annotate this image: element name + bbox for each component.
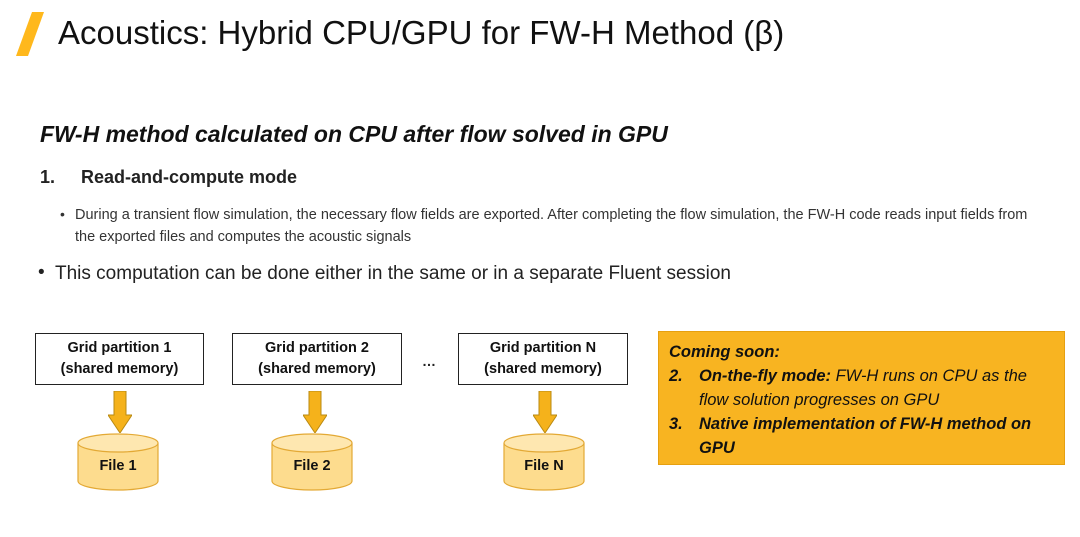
session-note-text: This computation can be done either in t… — [55, 263, 731, 284]
callout-item-bold: On-the-fly mode: — [699, 367, 831, 385]
partition-ellipsis: … — [422, 353, 436, 369]
callout-item-number: 3. — [669, 415, 683, 433]
callout-item-3: 3. Native implementation of FW-H method o… — [669, 412, 1054, 460]
mode-label: Read-and-compute mode — [81, 167, 298, 187]
file-n-database-icon — [503, 433, 585, 491]
grid-partition-1-box: Grid partition 1 (shared memory) — [35, 333, 204, 385]
file-2-label: File 2 — [293, 458, 331, 474]
section-heading: FW-H method calculated on CPU after flow… — [40, 121, 668, 147]
title-accent-bar — [15, 12, 45, 56]
big-bullet-marker: • — [38, 262, 45, 283]
callout-title: Coming soon: — [669, 343, 780, 361]
down-arrow-icon — [303, 391, 327, 433]
partition-title: Grid partition N — [489, 340, 597, 356]
file-1-label: File 1 — [99, 458, 137, 474]
partition-title: Grid partition 2 — [265, 340, 369, 356]
partition-title: Grid partition 1 — [67, 340, 172, 356]
file-n-label: File N — [524, 458, 564, 474]
coming-soon-callout: Coming soon: 2. On-the-fly mode: FW-H run… — [658, 331, 1065, 465]
description-text: During a transient flow simulation, the … — [75, 207, 1028, 245]
grid-partition-2-box: Grid partition 2 (shared memory) — [232, 333, 402, 385]
partition-subtitle: (shared memory) — [258, 361, 376, 377]
callout-item-text: FW-H runs on CPU as the flow solution pr… — [699, 367, 1027, 409]
down-arrow-icon — [108, 391, 132, 433]
callout-item-bold: Native implementation of FW-H method on … — [699, 415, 1032, 457]
grid-partition-n-box: Grid partition N (shared memory) — [458, 333, 628, 385]
mode-number: 1. — [40, 167, 56, 187]
partition-subtitle: (shared memory) — [60, 361, 179, 377]
small-bullet-marker: • — [60, 206, 65, 222]
file-2-database-icon — [271, 433, 353, 491]
callout-item-2: 2. On-the-fly mode: FW-H runs on CPU as t… — [669, 364, 1054, 412]
callout-item-number: 2. — [669, 367, 683, 385]
file-1-database-icon — [77, 433, 159, 491]
slide-title: Acoustics: Hybrid CPU/GPU for FW-H Metho… — [58, 14, 785, 51]
down-arrow-icon — [533, 391, 557, 433]
partition-subtitle: (shared memory) — [484, 361, 602, 377]
